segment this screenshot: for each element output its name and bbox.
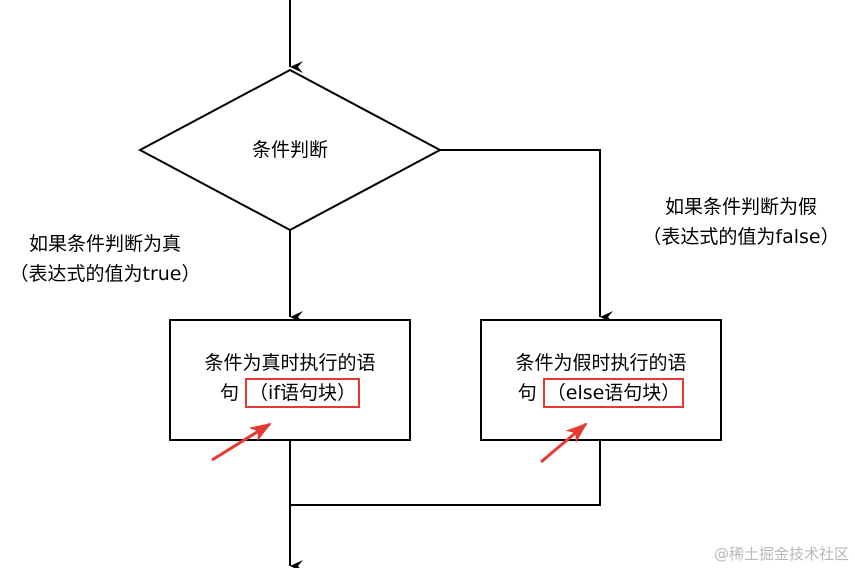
if-block-box <box>169 319 411 441</box>
else-block-line2: 句 （else语句块） <box>483 378 719 408</box>
if-block-line2: 句 （if语句块） <box>172 378 408 408</box>
else-block-text: 条件为假时执行的语 句 （else语句块） <box>483 348 719 408</box>
if-block-line2-prefix: 句 <box>219 382 239 404</box>
else-block-line1: 条件为假时执行的语 <box>515 352 687 374</box>
else-block-line2-prefix: 句 <box>517 382 537 404</box>
if-block-line1: 条件为真时执行的语 <box>204 352 376 374</box>
else-block-box <box>480 319 722 441</box>
if-pointer-arrow <box>211 422 272 462</box>
false-condition-label: 如果条件判断为假 （表达式的值为false） <box>632 192 850 252</box>
false-condition-line2: （表达式的值为false） <box>642 226 840 248</box>
false-branch-arrow <box>440 149 613 323</box>
else-pointer-arrow <box>540 422 588 464</box>
if-block-highlight: （if语句块） <box>245 378 361 408</box>
true-condition-label: 如果条件判断为真 （表达式的值为true） <box>0 229 210 289</box>
false-condition-line1: 如果条件判断为假 <box>664 196 817 218</box>
true-condition-line1: 如果条件判断为真 <box>28 233 181 255</box>
else-merge-line <box>290 440 601 506</box>
decision-label: 条件判断 <box>251 139 328 161</box>
watermark: @稀土掘金技术社区 <box>713 545 849 563</box>
if-block-text: 条件为真时执行的语 句 （if语句块） <box>172 348 408 408</box>
true-condition-line2: （表达式的值为true） <box>9 263 201 285</box>
else-block-highlight: （else语句块） <box>542 378 685 408</box>
